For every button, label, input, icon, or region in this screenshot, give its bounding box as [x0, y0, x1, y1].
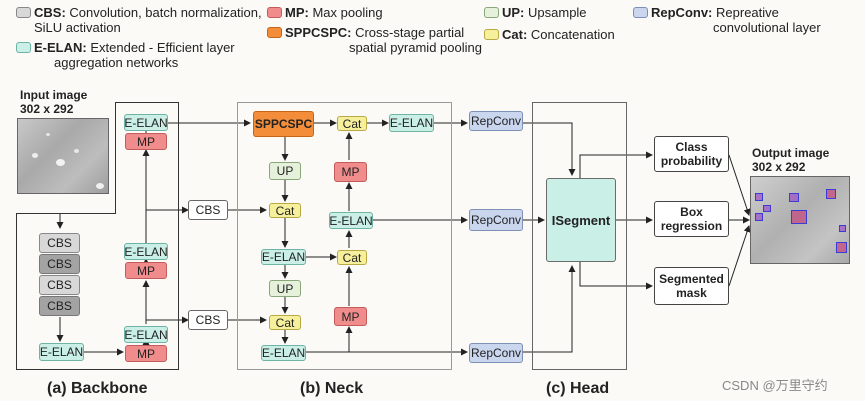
isegment-block: ISegment [546, 178, 616, 262]
neck-mp-2: MP [334, 307, 367, 326]
legend-elan-swatch [16, 42, 31, 53]
backbone-elan-4: E-ELAN [124, 114, 168, 131]
neck-up-2: UP [269, 280, 301, 297]
neck-elan-4: E-ELAN [389, 114, 434, 132]
backbone-cbs-3: CBS [39, 275, 80, 295]
head-panel [532, 102, 627, 370]
neck-cat-1: Cat [269, 203, 301, 218]
neck-label: (b) Neck [300, 380, 364, 397]
backbone-elan-1: E-ELAN [39, 343, 84, 361]
neck-mp-1: MP [334, 162, 367, 182]
legend-repconv-swatch [633, 7, 648, 18]
backbone-panel-outline [16, 213, 116, 214]
branch-cbs-top: CBS [188, 200, 228, 220]
neck-elan-3: E-ELAN [329, 212, 373, 229]
head-label: (c) Head [546, 380, 610, 397]
legend-cat: Cat: Concatenation [502, 27, 615, 42]
input-image [17, 118, 109, 194]
neck-elan-2: E-ELAN [261, 345, 306, 361]
repconv-2: RepConv [469, 209, 523, 231]
backbone-mp-2: MP [125, 262, 167, 279]
legend-mp-swatch [267, 7, 282, 18]
legend-cat-swatch [484, 29, 499, 40]
legend-repconv: RepConv: Repreative convolutional layer [651, 5, 821, 35]
backbone-elan-2: E-ELAN [124, 326, 168, 343]
backbone-panel-outline-v [115, 102, 116, 214]
legend-up: UP: Upsample [502, 5, 587, 20]
legend-cbs-swatch [16, 7, 31, 18]
backbone-elan-3: E-ELAN [124, 243, 168, 260]
backbone-mp-1: MP [125, 345, 167, 362]
neck-panel [237, 102, 452, 370]
backbone-cbs-4: CBS [39, 296, 80, 316]
neck-elan-1: E-ELAN [261, 249, 306, 265]
backbone-cbs-1: CBS [39, 233, 80, 253]
neck-cat-2: Cat [269, 315, 301, 330]
legend-up-swatch [484, 7, 499, 18]
legend-elan: E-ELAN: Extended - Efficient layer aggre… [34, 40, 235, 70]
backbone-label: (a) Backbone [47, 380, 148, 397]
branch-cbs-bottom: CBS [188, 310, 228, 330]
neck-cat-3: Cat [337, 116, 367, 131]
legend-sppcspc: SPPCSPC: Cross-stage partial spatial pyr… [285, 25, 482, 55]
repconv-1: RepConv [469, 111, 523, 131]
backbone-cbs-2: CBS [39, 254, 80, 274]
neck-cat-4: Cat [337, 250, 367, 265]
neck-sppcspc: SPPCSPC [253, 111, 314, 137]
legend-sppcspc-swatch [267, 27, 282, 38]
backbone-mp-3: MP [125, 133, 167, 150]
neck-up-1: UP [269, 162, 301, 180]
repconv-3: RepConv [469, 343, 523, 363]
legend-mp: MP: Max pooling [285, 5, 383, 20]
legend-cbs: CBS: Convolution, batch normalization, S… [34, 5, 262, 35]
watermark: CSDN @万里守约 [722, 378, 828, 393]
output-image [750, 176, 850, 264]
